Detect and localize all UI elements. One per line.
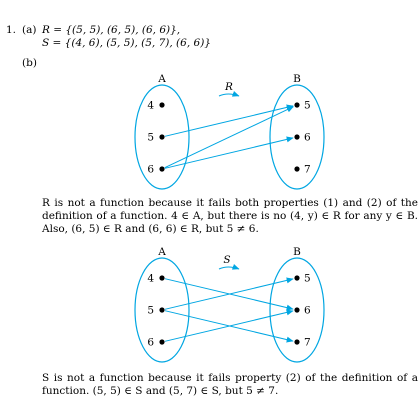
mapping-arrow-5-to-5 <box>164 104 294 137</box>
set-b-node-6 <box>294 307 300 313</box>
relation-s-definition: S = {(4, 6), (5, 5), (5, 7), (6, 6)} <box>42 37 211 49</box>
explanation-s: S is not a function because it fails pro… <box>42 372 418 397</box>
set-b-node-7 <box>294 166 300 172</box>
set-a-node-5 <box>159 307 165 313</box>
relation-label: S <box>223 254 230 266</box>
part-b-label: (b) <box>22 57 37 69</box>
set-b-element-6: 6 <box>304 305 311 317</box>
set-b-element-7: 7 <box>304 337 311 349</box>
set-b-label: B <box>293 246 301 258</box>
set-b-element-5: 5 <box>304 100 311 112</box>
set-b-element-7: 7 <box>304 164 311 176</box>
problem-number: 1. <box>6 24 17 36</box>
set-b-element-6: 6 <box>304 132 311 144</box>
relation-r-definition: R = {(5, 5), (6, 5), (6, 6)}, <box>42 24 181 36</box>
set-a-element-6: 6 <box>147 337 154 349</box>
set-b-node-5 <box>294 275 300 281</box>
set-a-element-4: 4 <box>147 100 154 112</box>
relation-r-diagram: A B R 4 5 6 5 6 7 <box>134 73 325 190</box>
set-a-node-5 <box>159 134 165 140</box>
set-a-element-5: 5 <box>147 305 154 317</box>
set-b-ellipse <box>269 84 325 190</box>
set-a-element-4: 4 <box>147 273 154 285</box>
part-a-label: (a) <box>22 24 37 36</box>
relation-direction-arrow <box>218 90 240 97</box>
set-a-element-5: 5 <box>147 132 154 144</box>
set-a-label: A <box>157 246 166 258</box>
set-a-label: A <box>157 73 166 85</box>
set-b-ellipse <box>269 257 325 363</box>
set-b-node-6 <box>294 134 300 140</box>
set-a-node-4 <box>159 275 165 281</box>
set-b-label: B <box>293 73 301 85</box>
mapping-arrow-6-to-5 <box>164 106 294 169</box>
relation-s-diagram: A B S 4 5 6 5 6 7 <box>134 246 325 363</box>
set-a-node-6 <box>159 166 165 172</box>
set-a-ellipse <box>134 257 190 363</box>
relation-label: R <box>224 81 233 93</box>
mapping-arrow-6-to-6 <box>164 136 294 169</box>
set-b-element-5: 5 <box>304 273 311 285</box>
set-a-node-4 <box>159 102 165 108</box>
mapping-arrow-5-to-5 <box>164 277 294 310</box>
set-b-node-7 <box>294 339 300 345</box>
set-b-node-5 <box>294 102 300 108</box>
set-a-ellipse <box>134 84 190 190</box>
set-a-node-6 <box>159 339 165 345</box>
mapping-arrow-6-to-6 <box>164 309 294 342</box>
relation-direction-arrow <box>218 263 240 270</box>
set-a-element-6: 6 <box>147 164 154 176</box>
explanation-r: R is not a function because it fails bot… <box>42 197 418 235</box>
